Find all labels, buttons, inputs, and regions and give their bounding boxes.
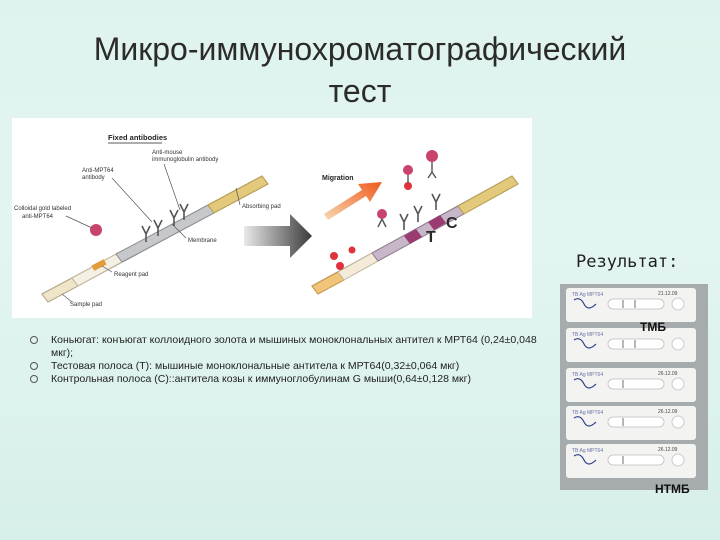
cassette-4: TB Ag MPT64 26.12.09	[566, 406, 696, 440]
right-test-strip: T C	[311, 150, 519, 295]
label-anti-mpt64: Anti-MPT64	[82, 168, 114, 174]
bullet-icon	[30, 362, 38, 370]
bullet-text: Коньюгат: конъюгат коллоидного золота и …	[51, 334, 537, 359]
left-test-strip	[41, 175, 269, 303]
bullet-list: Коньюгат: конъюгат коллоидного золота и …	[30, 334, 550, 386]
label-migration: Migration	[322, 175, 354, 182]
slide-title: Микро-иммунохроматографический тест	[40, 28, 680, 112]
cassette-5-code: TB Ag MPT64	[572, 448, 603, 454]
bullet-icon	[30, 375, 38, 383]
label-fixed-antibodies: Fixed antibodies	[108, 133, 167, 142]
label-absorbing-pad: Absorbing pad	[242, 204, 281, 210]
label-colloidal-gold-1: Colloidal gold labeled	[14, 206, 71, 212]
label-antibody: antibody	[82, 175, 105, 181]
cassette-3-note: 26.12.09	[658, 371, 678, 377]
immunochromatography-diagram: Fixed antibodies Anti-mouse immunoglobul…	[12, 118, 532, 318]
cassette-4-note: 26.12.09	[658, 409, 678, 415]
result-label: Результат:	[576, 252, 679, 272]
bullet-text: Контрольная полоса (С)::антитела козы к …	[51, 373, 471, 385]
migration-arrow-icon	[324, 182, 382, 220]
bullet-item-conjugate: Коньюгат: конъюгат коллоидного золота и …	[30, 334, 550, 360]
diagram-svg: Fixed antibodies Anti-mouse immunoglobul…	[14, 133, 519, 308]
cassette-2: TB Ag MPT64	[566, 328, 696, 362]
cassette-1-code: TB Ag MPT64	[572, 292, 603, 298]
bullet-icon	[30, 336, 38, 344]
cassette-3-code: TB Ag MPT64	[572, 372, 603, 378]
bullet-item-control-line: Контрольная полоса (С)::антитела козы к …	[30, 373, 550, 386]
cassette-1-note: 21.12.09	[658, 291, 678, 297]
cassette-1: TB Ag MPT64 21.12.09	[566, 288, 696, 322]
label-membrane: Membrane	[188, 238, 217, 244]
left-labels: Fixed antibodies Anti-mouse immunoglobul…	[14, 133, 281, 308]
cassette-4-code: TB Ag MPT64	[572, 410, 603, 416]
migration-indicator: Migration	[322, 175, 382, 220]
label-reagent-pad: Reagent pad	[114, 272, 148, 278]
label-sample-pad: Sample pad	[70, 302, 102, 308]
label-immunoglobulin: immunoglobulin antibody	[152, 157, 218, 163]
cassette-5-note: 26.12.09	[658, 447, 678, 453]
label-colloidal-gold-2: anti-MPT64	[22, 214, 54, 220]
bullet-item-test-line: Тестовая полоса (Т): мышиные моноклональ…	[30, 360, 550, 373]
label-c-line: C	[446, 215, 458, 232]
cassette-5: TB Ag MPT64 26.12.09	[566, 444, 696, 478]
cassette-3: TB Ag MPT64 26.12.09	[566, 368, 696, 402]
ntmb-label: НТМБ	[655, 482, 690, 496]
title-line-1: Микро-иммунохроматографический	[93, 31, 627, 67]
cassettes-svg: TB Ag MPT64 21.12.09 TB Ag MPT64 TB Ag M…	[560, 284, 708, 490]
test-cassettes-photo: TB Ag MPT64 21.12.09 TB Ag MPT64 TB Ag M…	[560, 284, 708, 490]
title-line-2: тест	[328, 73, 392, 109]
bullet-text: Тестовая полоса (Т): мышиные моноклональ…	[51, 360, 460, 372]
tmb-label: ТМБ	[640, 320, 666, 334]
label-t-line: T	[426, 229, 436, 246]
label-anti-mouse: Anti-mouse	[152, 150, 183, 156]
process-arrow-icon	[244, 214, 312, 258]
cassette-2-code: TB Ag MPT64	[572, 332, 603, 338]
